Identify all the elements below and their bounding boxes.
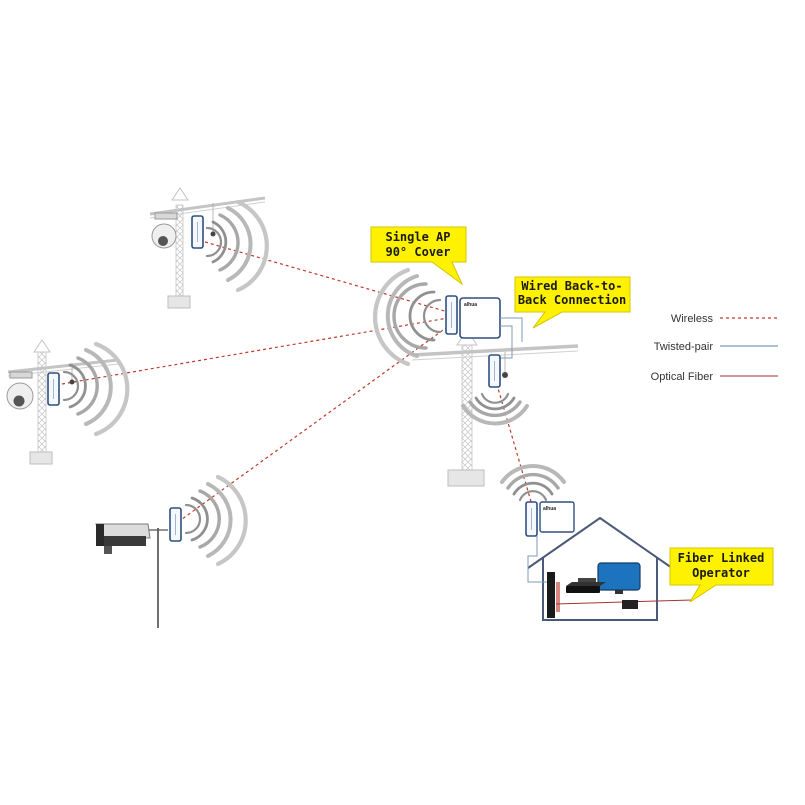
callout-single-ap: Single AP 90° Cover (370, 226, 467, 286)
callout-wired-back-to-back: Wired Back-to- Back Connection (514, 276, 631, 329)
legend-label-optical-fiber: Optical Fiber (651, 371, 714, 383)
wireless-link-crane2-to-center (61, 317, 449, 385)
signal-arcs-middle-left (62, 341, 130, 437)
twisted-pair-wiring-center (498, 317, 523, 359)
legend-label-twisted-pair: Twisted-pair (654, 341, 714, 353)
network-equipment-rack (547, 572, 560, 618)
callout-single-ap-line1: Single AP (385, 230, 450, 244)
callout-fiber-operator: Fiber Linked Operator (669, 547, 774, 603)
brand-label-house: alhua (543, 506, 556, 512)
callout-wired-line2: Back Connection (518, 293, 626, 307)
signal-arcs-house (500, 464, 566, 502)
bullet-camera-bottom-left (95, 523, 168, 628)
central-ap-panel (445, 295, 458, 335)
central-enclosure-box: alhua (459, 297, 501, 339)
legend-label-wireless: Wireless (671, 313, 714, 325)
signal-arcs-central-down (461, 392, 529, 426)
tower-crane-middle-left (7, 339, 119, 465)
access-point-house (525, 501, 538, 537)
signal-arcs-bottom-left (184, 474, 248, 567)
legend: Wireless Twisted-pair Optical Fiber (651, 313, 778, 383)
twisted-pair-wiring-house (527, 536, 548, 583)
ptz-camera-top-left (151, 212, 178, 249)
callout-fiber-line2: Operator (692, 566, 750, 580)
access-point-bottom-left (169, 507, 182, 542)
legend-item-twisted-pair: Twisted-pair (654, 341, 778, 353)
nvr-device-icon (566, 582, 606, 593)
access-point-center-lower (488, 354, 501, 388)
wireless-link-crane1-to-center (204, 241, 449, 313)
callout-wired-line1: Wired Back-to- (521, 279, 622, 293)
legend-item-optical-fiber: Optical Fiber (651, 371, 778, 383)
signal-arcs-top-left (205, 199, 269, 293)
signal-arcs-central-left (373, 267, 442, 367)
operator-building (527, 516, 673, 621)
ptz-camera-middle-left (6, 371, 34, 410)
access-point-middle-left (47, 372, 60, 406)
callout-fiber-line1: Fiber Linked (678, 551, 765, 565)
keyboard-icon (578, 578, 596, 582)
callout-single-ap-line2: 90° Cover (385, 245, 450, 259)
optical-fiber-link (555, 599, 693, 609)
wireless-link-camera-to-center (177, 324, 451, 523)
legend-item-wireless: Wireless (671, 313, 778, 325)
access-point-top-left (191, 215, 204, 249)
house-enclosure-box: alhua (539, 501, 575, 533)
brand-label: alhua (464, 302, 477, 308)
monitor-icon (597, 562, 641, 594)
